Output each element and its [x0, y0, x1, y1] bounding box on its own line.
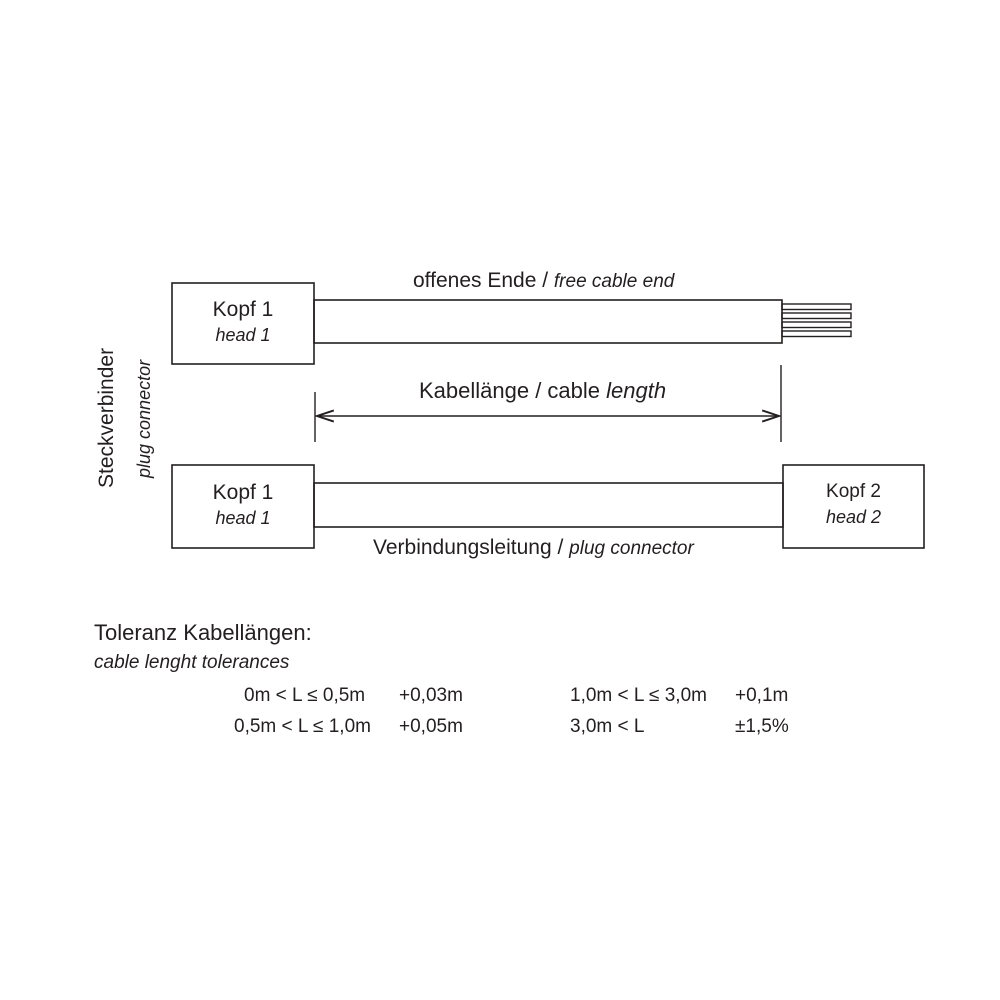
tolerance-subtitle: cable lenght tolerances — [94, 652, 290, 673]
cable-length-label: Kabellänge / cable length — [419, 380, 666, 402]
bottom-head1-name-en: head 1 — [215, 508, 271, 529]
cable-length-dimension — [314, 365, 782, 442]
tolerance-value: ±1,5% — [735, 716, 789, 737]
tolerance-value: +0,03m — [399, 685, 463, 706]
label-separator: / — [536, 269, 554, 292]
top-head1-label: Kopf 1 head 1 — [172, 296, 314, 348]
tolerance-range: 0,5m < L ≤ 1,0m — [234, 716, 371, 737]
side-label-de: Steckverbinder — [95, 347, 118, 488]
cable-length-de: Kabellänge / cable — [419, 378, 607, 403]
tolerance-value: +0,1m — [735, 685, 789, 706]
top-cable-body — [313, 299, 783, 344]
connection-cable-label: Verbindungsleitung / plug connector — [373, 537, 694, 558]
free-cable-end-label: offenes Ende / free cable end — [413, 270, 674, 291]
tolerance-range: 1,0m < L ≤ 3,0m — [570, 685, 707, 706]
side-label-en: plug connector — [134, 359, 154, 478]
tolerance-range: 3,0m < L — [570, 716, 645, 737]
tolerance-range: 0m < L ≤ 0,5m — [244, 685, 366, 706]
label-separator: / — [551, 536, 570, 559]
bottom-cable-body — [313, 482, 784, 528]
bottom-head2-label: Kopf 2 head 2 — [783, 480, 924, 529]
bottom-head2-box — [782, 464, 925, 549]
free-wire-ends — [781, 303, 852, 338]
tolerance-title: Toleranz Kabellängen: — [94, 620, 312, 645]
connection-cable-en: plug connector — [569, 538, 694, 559]
bottom-head1-label: Kopf 1 head 1 — [172, 479, 314, 531]
free-cable-end-de: offenes Ende — [413, 269, 537, 292]
cable-length-en: length — [606, 378, 667, 403]
top-head1-name: Kopf 1 — [212, 298, 274, 321]
free-cable-end-en: free cable end — [553, 271, 675, 292]
tolerance-value: +0,05m — [399, 716, 463, 737]
connection-cable-de: Verbindungsleitung — [373, 536, 552, 559]
bottom-head2-name-en: head 2 — [825, 506, 882, 527]
top-head1-name-en: head 1 — [215, 325, 271, 346]
bottom-head2-name: Kopf 2 — [826, 481, 881, 502]
bottom-head1-name: Kopf 1 — [212, 481, 274, 504]
